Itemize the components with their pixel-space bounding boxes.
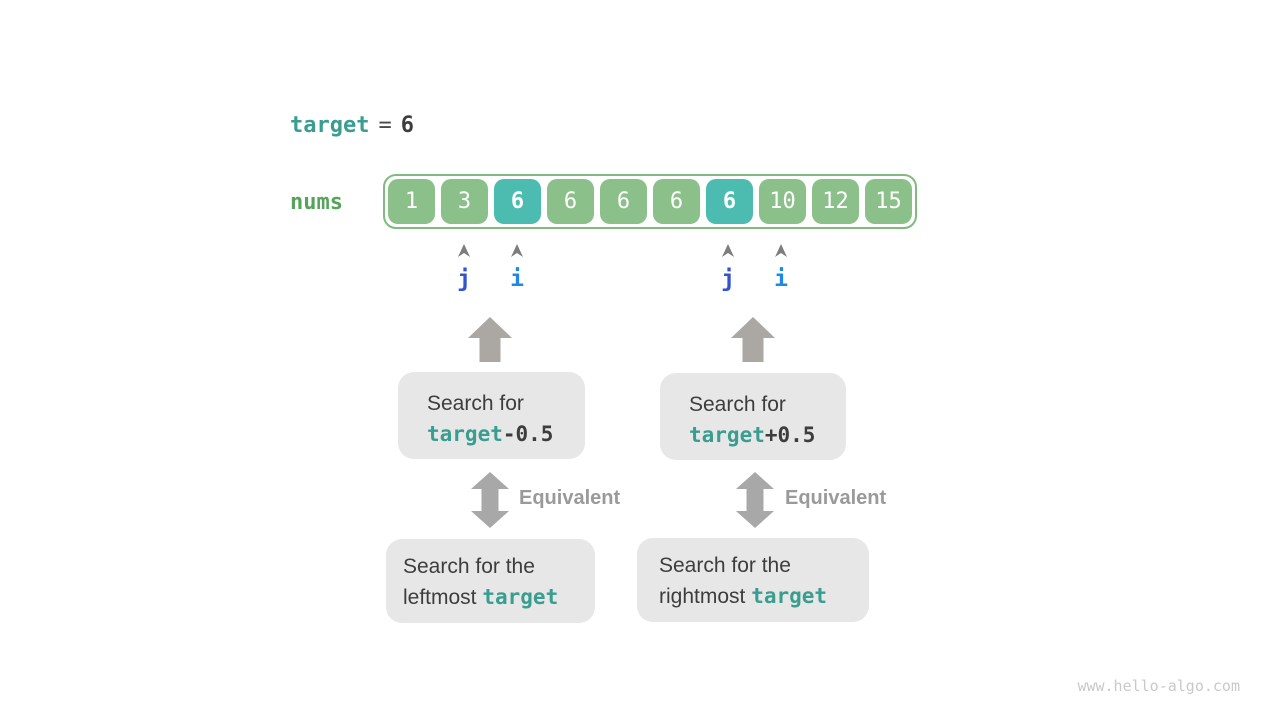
target-keyword: target — [290, 113, 370, 138]
double-arrow-icon — [471, 472, 509, 528]
pointer-caret-icon — [511, 244, 523, 257]
array-cell: 15 — [865, 179, 912, 224]
result-box-right: Search for the rightmost target — [637, 538, 869, 622]
watermark: www.hello-algo.com — [1077, 677, 1240, 695]
array-cell: 6 — [653, 179, 700, 224]
pointer-i-left: i — [510, 266, 524, 292]
result-box-left-line2-prefix: leftmost — [403, 586, 483, 609]
search-box-right: Search for target+0.5 — [660, 373, 846, 460]
pointer-j-left: j — [457, 266, 471, 292]
array-cell: 10 — [759, 179, 806, 224]
nums-array: 1 3 6 6 6 6 6 10 12 15 — [383, 174, 917, 229]
result-box-left-line1: Search for the — [403, 555, 535, 578]
result-box-right-code: target — [751, 584, 828, 608]
result-box-left-code: target — [482, 585, 559, 609]
up-arrow-icon — [468, 317, 512, 362]
search-box-right-offset: +0.5 — [764, 423, 816, 447]
array-cell: 6 — [600, 179, 647, 224]
result-box-right-line2-prefix: rightmost — [659, 585, 752, 608]
pointer-j-right: j — [721, 266, 735, 292]
search-box-right-line1: Search for — [689, 393, 786, 416]
pointer-i-right: i — [774, 266, 788, 292]
equivalent-label-right: Equivalent — [785, 487, 887, 509]
search-box-left-offset: -0.5 — [502, 422, 554, 446]
pointer-caret-icon — [458, 244, 470, 257]
array-cell: 6 — [547, 179, 594, 224]
array-cell: 12 — [812, 179, 859, 224]
array-cell: 6 — [494, 179, 541, 224]
search-box-left: Search for target-0.5 — [398, 372, 585, 459]
nums-array-label: nums — [290, 190, 343, 215]
array-cell: 3 — [441, 179, 488, 224]
pointer-caret-icon — [722, 244, 734, 257]
up-arrow-icon — [731, 317, 775, 362]
search-box-left-code: target — [427, 422, 503, 446]
array-cell: 6 — [706, 179, 753, 224]
pointer-caret-icon — [775, 244, 787, 257]
target-assignment: target = 6 — [290, 113, 414, 138]
target-value: 6 — [400, 113, 414, 138]
search-box-right-code: target — [689, 423, 765, 447]
equivalent-label-left: Equivalent — [519, 487, 621, 509]
equals-sign: = — [378, 113, 392, 138]
result-box-left: Search for the leftmost target — [386, 539, 595, 623]
search-box-left-line1: Search for — [427, 392, 524, 415]
result-box-right-line1: Search for the — [659, 554, 791, 577]
array-cell: 1 — [388, 179, 435, 224]
double-arrow-icon — [736, 472, 774, 528]
